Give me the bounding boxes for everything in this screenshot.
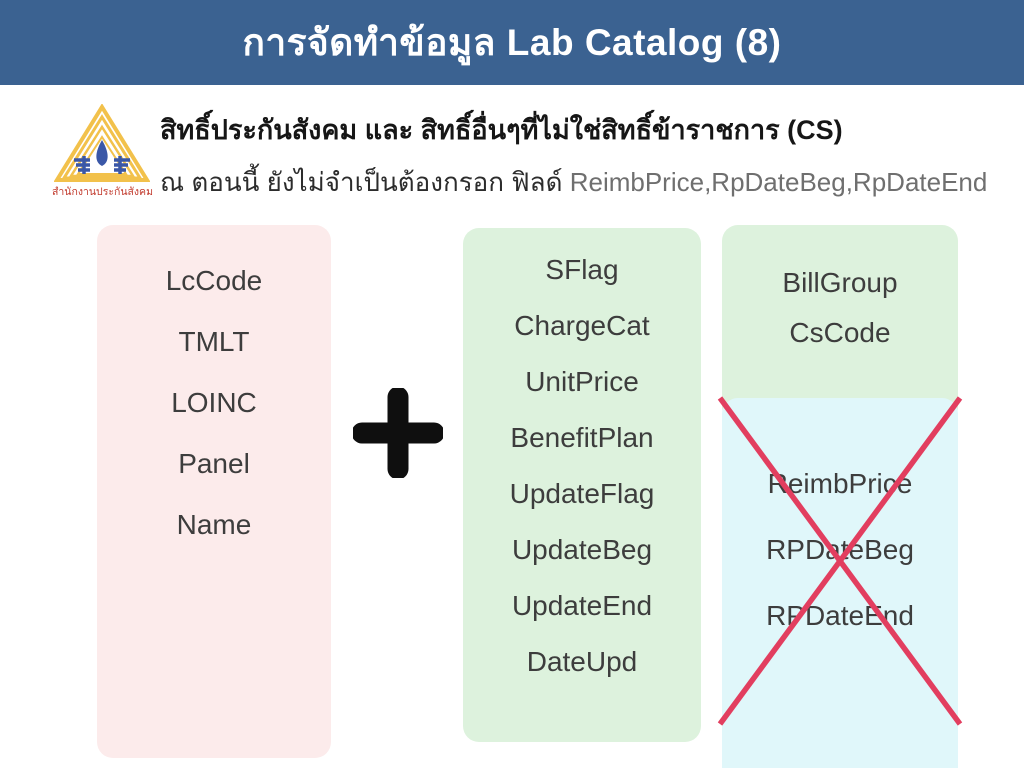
- field-item: DateUpd: [526, 646, 638, 677]
- required-fields-box: SFlag ChargeCat UnitPrice BenefitPlan Up…: [463, 228, 701, 742]
- field-item: LOINC: [171, 387, 257, 418]
- excluded-fields-box: ReimbPrice RPDateBeg RPDateEnd: [717, 396, 963, 768]
- identifier-fields-box: LcCode TMLT LOINC Panel Name: [97, 225, 331, 758]
- page-title-en: Lab Catalog (8): [506, 22, 782, 63]
- field-item: TMLT: [178, 326, 250, 357]
- field-item: RPDateBeg: [766, 534, 914, 565]
- field-item: LcCode: [165, 265, 263, 296]
- note-thai-text: ณ ตอนนี้ ยังไม่จำเป็นต้องกรอก ฟิลด์: [160, 167, 570, 197]
- field-item: RPDateEnd: [766, 600, 914, 631]
- section-note: ณ ตอนนี้ ยังไม่จำเป็นต้องกรอก ฟิลด์ Reim…: [160, 160, 987, 204]
- field-item: UpdateEnd: [511, 590, 653, 621]
- field-item: ReimbPrice: [767, 468, 913, 499]
- sso-logo-caption: สำนักงานประกันสังคม: [52, 186, 154, 198]
- sso-logo-icon: [53, 103, 151, 182]
- field-item: BillGroup: [782, 267, 898, 298]
- page-title-thai: การจัดทำข้อมูล: [242, 22, 496, 63]
- field-item: Name: [176, 509, 252, 540]
- note-field-names: ReimbPrice,RpDateBeg,RpDateEnd: [569, 167, 988, 197]
- section-heading: สิทธิ์ประกันสังคม และ สิทธิ์อื่นๆที่ไม่ใ…: [160, 115, 843, 145]
- field-item: UpdateFlag: [509, 478, 655, 509]
- sso-logo: สำนักงานประกันสังคม: [52, 103, 154, 204]
- field-item: UpdateBeg: [511, 534, 653, 565]
- field-item: SFlag: [545, 254, 619, 285]
- field-item: CsCode: [789, 317, 891, 348]
- slide-header: การจัดทำข้อมูล Lab Catalog (8): [0, 0, 1024, 85]
- billing-fields-box: BillGroup CsCode: [722, 225, 958, 423]
- field-item: Panel: [178, 448, 250, 479]
- field-item: ChargeCat: [514, 310, 650, 341]
- page-title: การจัดทำข้อมูล Lab Catalog (8): [242, 13, 781, 72]
- field-item: BenefitPlan: [510, 422, 654, 453]
- plus-icon: [353, 388, 443, 478]
- field-item: UnitPrice: [525, 366, 639, 397]
